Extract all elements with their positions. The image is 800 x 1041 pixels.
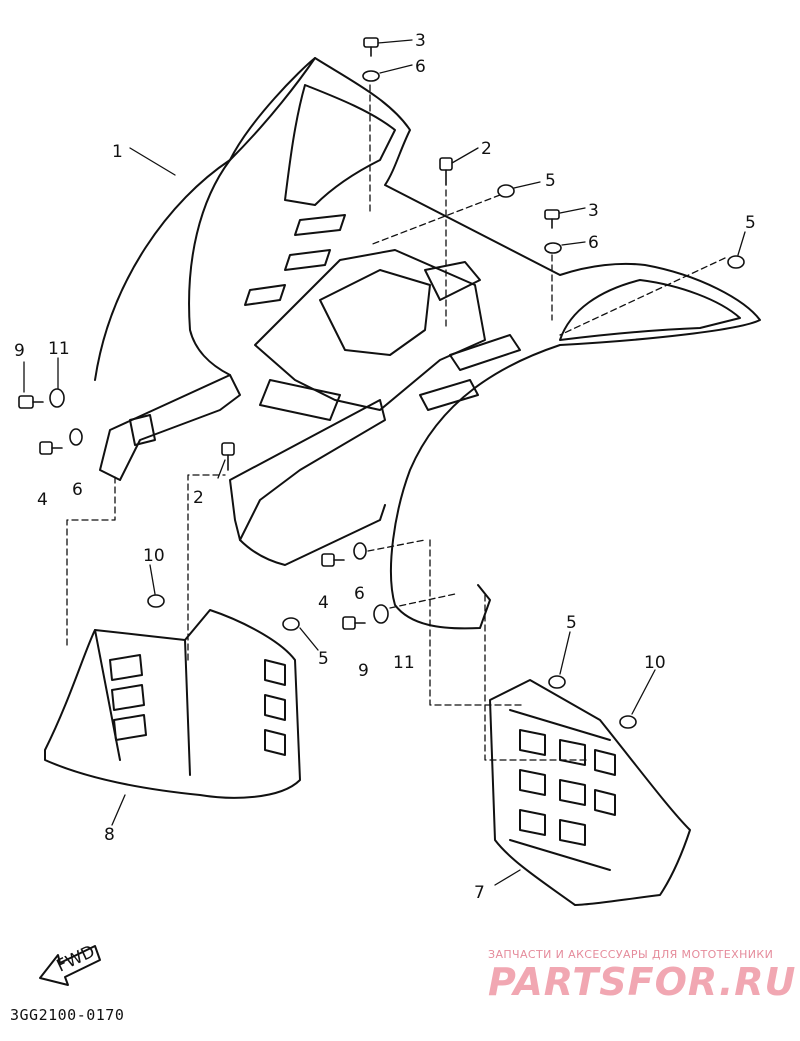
callout-label: 10	[143, 546, 165, 566]
callout-label: 9	[358, 661, 369, 681]
left-side-cover-part	[44, 609, 301, 799]
watermark-brand: PARTSFOR.RU	[488, 960, 797, 1004]
callout-label: 6	[354, 584, 365, 604]
callout-label: 11	[393, 653, 415, 673]
callout-label: 6	[588, 233, 599, 253]
right-side-cover-part	[489, 679, 691, 906]
part-callouts: 1 2 2 3 3 4 4 5 5 5 5 6 6 6 6 7 8 9 9 10…	[14, 31, 756, 977]
callout-label: 8	[104, 825, 115, 845]
callout-label: 5	[318, 649, 329, 669]
document-code: 3GG2100-0170	[10, 1006, 125, 1024]
fasteners	[18, 37, 745, 729]
callout-label: 4	[37, 490, 48, 510]
callout-label: 6	[415, 57, 426, 77]
callout-label: 9	[14, 341, 25, 361]
callout-label: 4	[318, 593, 329, 613]
leader-lines	[23, 39, 746, 886]
fwd-arrow-icon	[39, 945, 101, 986]
callout-label: 2	[193, 488, 204, 508]
callout-label: 2	[481, 139, 492, 159]
callout-label: 6	[72, 480, 83, 500]
callout-label: 5	[745, 213, 756, 233]
rear-fender-part	[94, 57, 761, 630]
callout-label: 5	[566, 613, 577, 633]
callout-label: 3	[588, 201, 599, 221]
callout-label: 11	[48, 339, 70, 359]
watermark-tagline: ЗАПЧАСТИ И АКСЕССУАРЫ ДЛЯ МОТОТЕХНИКИ	[488, 948, 774, 961]
callout-label: 10	[644, 653, 666, 673]
callout-label: 5	[545, 171, 556, 191]
callout-label: 3	[415, 31, 426, 51]
callout-label: 7	[474, 883, 485, 903]
callout-label: 1	[112, 142, 123, 162]
